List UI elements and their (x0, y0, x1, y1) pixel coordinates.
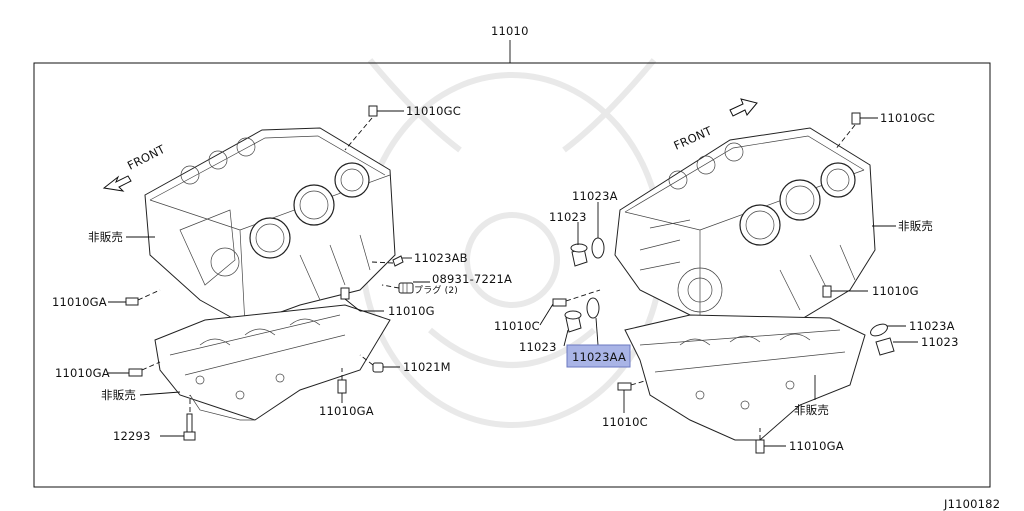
callout-11010c-mid-bottom[interactable]: 11010C (602, 415, 648, 429)
front-label-left: FRONT (125, 142, 168, 173)
callout-11023a-right[interactable]: 11023A (909, 319, 955, 333)
callout-not-sold-right-1[interactable]: 非販売 (898, 219, 933, 233)
right-cylinder-block[interactable] (614, 127, 876, 441)
callout-11010gc-left[interactable]: 11010GC (406, 104, 461, 118)
front-label-right: FRONT (672, 123, 715, 152)
callout-11010ga-left-2[interactable]: 11010GA (55, 366, 110, 380)
callout-11010ga-left-1[interactable]: 11010GA (52, 295, 107, 309)
right-callouts: 11010GC 非販売 11010G 11023A 11023 非販売 1101… (755, 111, 959, 454)
callout-11010gc-right[interactable]: 11010GC (880, 111, 935, 125)
middle-callouts: 11023A 11023 11010C 11023 11023AA 11010C (494, 189, 656, 429)
main-assembly-label[interactable]: 11010 (491, 24, 529, 38)
callout-11010c-mid-top[interactable]: 11010C (494, 319, 540, 333)
callout-plug-desc-left: プラグ (2) (414, 284, 458, 296)
callout-11010ga-right[interactable]: 11010GA (789, 439, 844, 453)
left-callouts: 11010GC 非販売 11023AB 08931-7221A プラグ (2) … (52, 104, 512, 443)
callout-11023-right[interactable]: 11023 (921, 335, 959, 349)
callout-not-sold-left-1[interactable]: 非販売 (88, 230, 123, 244)
callout-11023-mid-top[interactable]: 11023 (549, 210, 587, 224)
highlight-11023aa (566, 344, 631, 368)
callout-11023aa-mid[interactable]: 11023AA (572, 350, 626, 364)
diagram-id: J1100182 (943, 497, 1000, 511)
callout-11010ga-left-3[interactable]: 11010GA (319, 404, 374, 418)
front-arrow-left: FRONT (102, 142, 168, 192)
left-cylinder-block[interactable] (144, 127, 396, 421)
callout-12293-left[interactable]: 12293 (113, 429, 151, 443)
callout-08931-7221a-left[interactable]: 08931-7221A (432, 272, 512, 286)
callout-11023ab-left[interactable]: 11023AB (414, 251, 468, 265)
diagram-frame (33, 62, 991, 488)
callout-11021m-left[interactable]: 11021M (403, 360, 451, 374)
callout-11010g-left[interactable]: 11010G (388, 304, 435, 318)
callout-not-sold-left-2[interactable]: 非販売 (101, 388, 136, 402)
callout-11023a-mid[interactable]: 11023A (572, 189, 618, 203)
callout-not-sold-right-2[interactable]: 非販売 (794, 403, 829, 417)
callout-11010g-right[interactable]: 11010G (872, 284, 919, 298)
callout-11023-mid-bottom[interactable]: 11023 (519, 340, 557, 354)
